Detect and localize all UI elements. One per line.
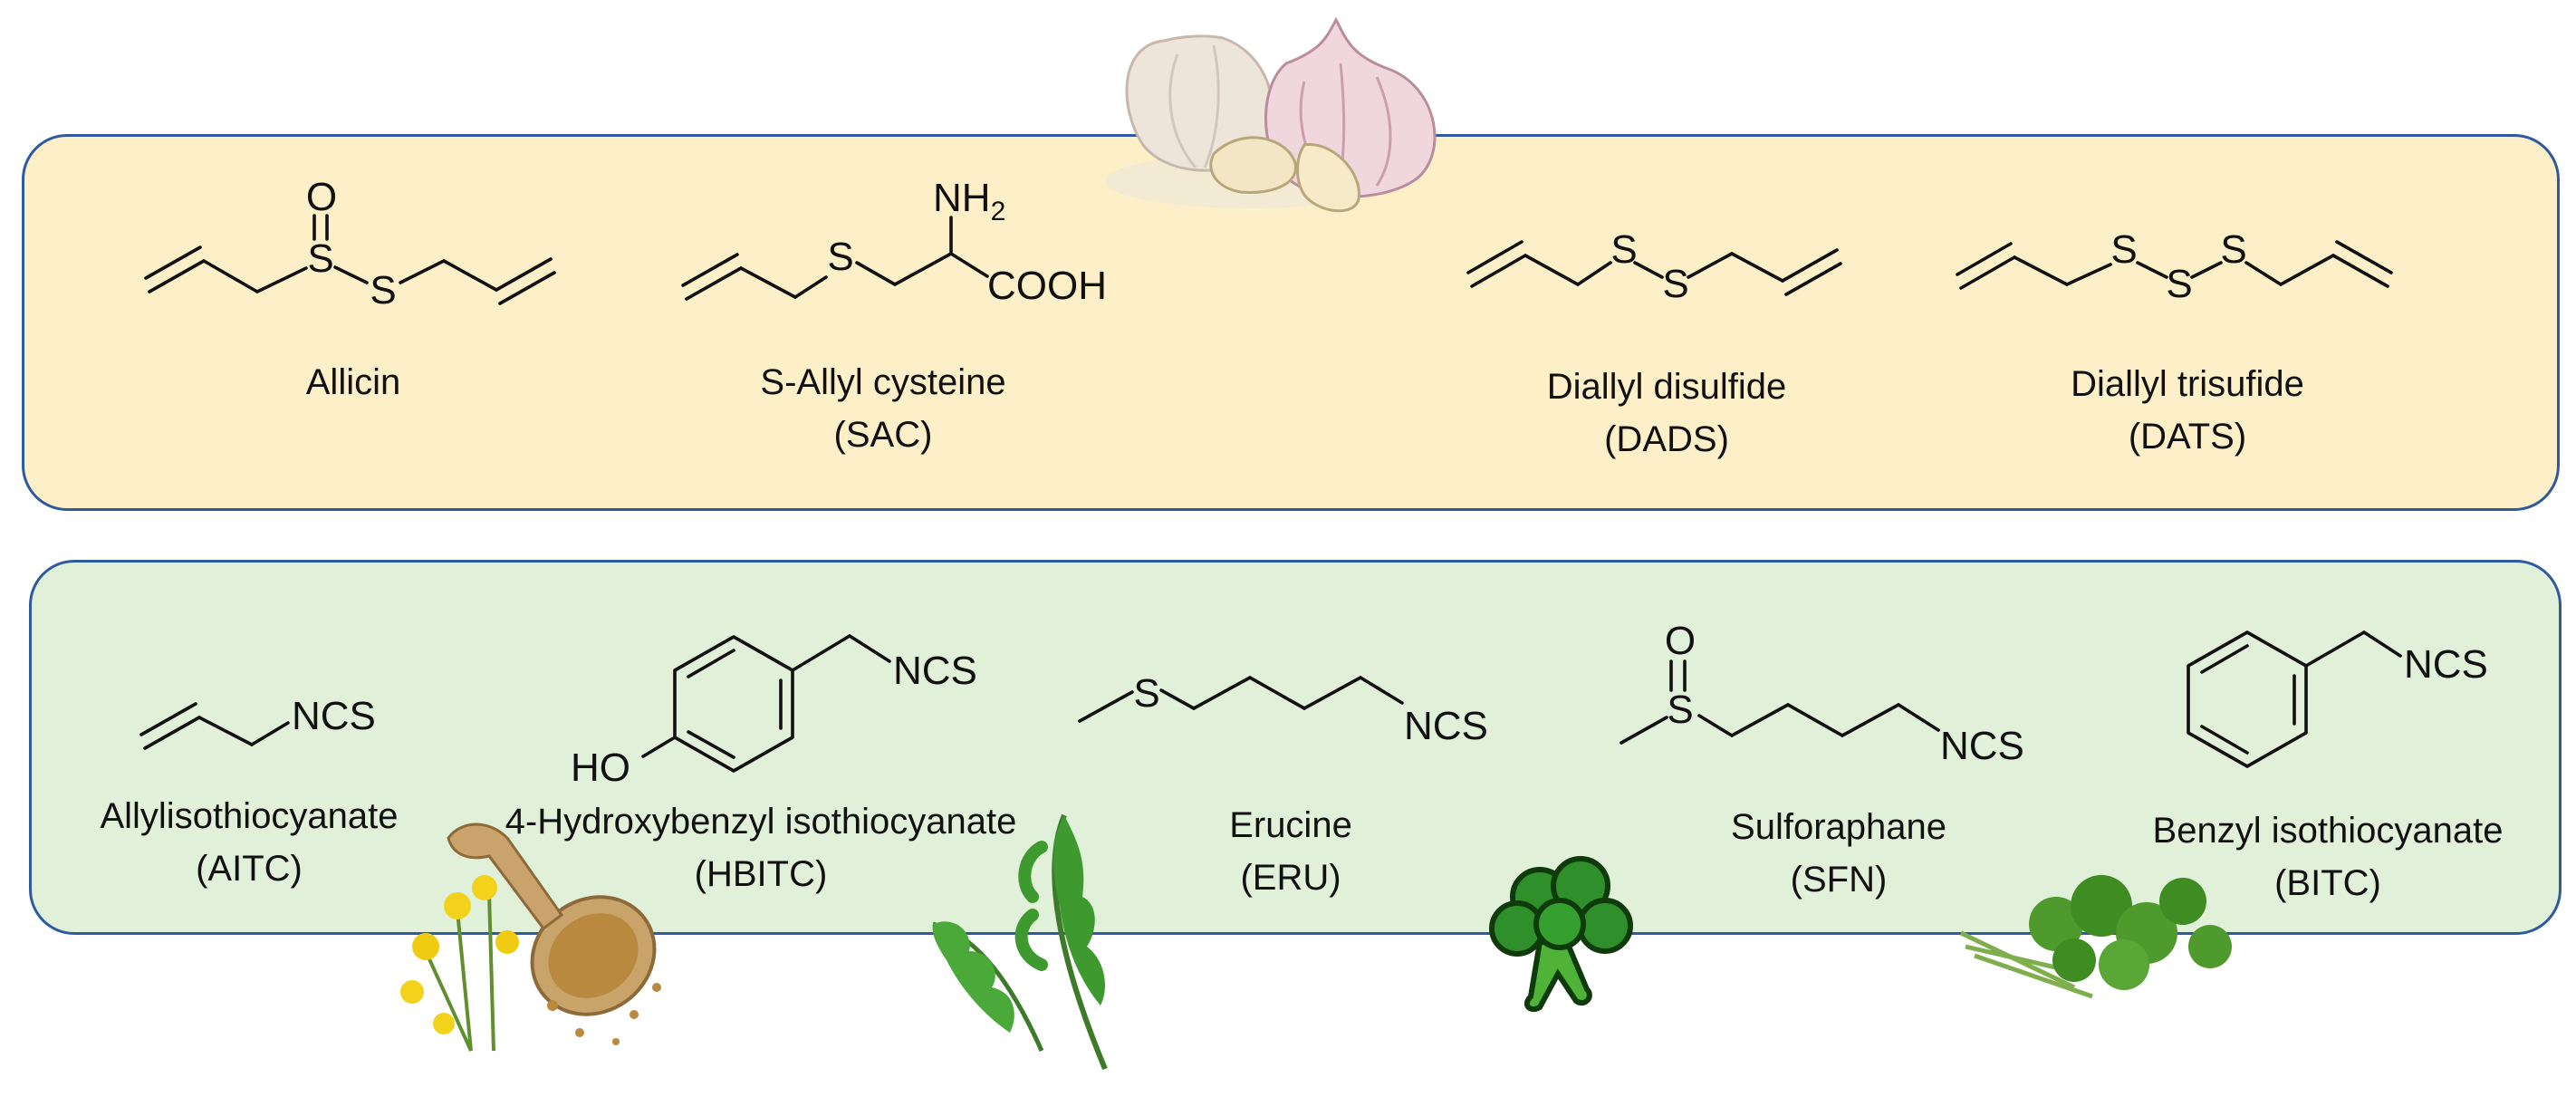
allicin-structure: S O S <box>144 175 556 313</box>
sulfur-atom: S <box>307 236 333 281</box>
sulfur-atom: S <box>1667 688 1693 732</box>
watercress-illustration <box>1959 875 2232 999</box>
sulfur-atom: S <box>1133 671 1159 716</box>
ncs-label: NCS <box>893 649 977 693</box>
allicin-label: Allicin <box>305 362 401 402</box>
sulfur-atom: S <box>827 235 853 279</box>
crucifer-compounds-panel <box>29 560 2562 935</box>
sulfur-atom: S <box>2110 227 2137 272</box>
arugula-illustration <box>932 813 1108 1071</box>
dats-label: Diallyl trisufide (DATS) <box>2071 364 2304 457</box>
sulfur-atom: S <box>370 268 396 313</box>
dads-label: Diallyl disulfide (DADS) <box>1546 367 1787 459</box>
oxygen-atom: O <box>1665 619 1696 663</box>
bitc-structure: NCS <box>2187 630 2488 768</box>
aitc-label: Allylisothiocyanate (AITC) <box>100 796 399 889</box>
ncs-label: NCS <box>1404 704 1488 748</box>
ncs-label: NCS <box>292 694 376 738</box>
sac-label: S-Allyl cysteine (SAC) <box>760 362 1006 455</box>
sulforaphane-structure: S O NCS <box>1620 619 2024 768</box>
ncs-label: NCS <box>1940 724 2024 768</box>
erucine-label: Erucine (ERU) <box>1229 805 1352 898</box>
ncs-label: NCS <box>2404 642 2488 687</box>
sulfur-atom: S <box>2166 262 2192 306</box>
sulfur-atom: S <box>1610 227 1637 272</box>
sulfur-atom: S <box>1662 262 1688 306</box>
bitc-label: Benzyl isothiocyanate (BITC) <box>2152 811 2504 903</box>
hbitc-label: 4-Hydroxybenzyl isothiocyanate (HBITC) <box>505 802 1017 894</box>
dads-structure: S S <box>1466 227 1842 306</box>
sulfur-atom: S <box>2220 227 2246 272</box>
oxygen-atom: O <box>306 175 337 219</box>
garlic-illustration <box>1105 16 1437 213</box>
hydroxyl-label: HO <box>571 746 630 790</box>
carboxyl-label: COOH <box>987 264 1107 308</box>
hbitc-structure: NCS HO <box>571 634 977 790</box>
amine-label: NH2 <box>933 176 1005 226</box>
dats-structure: S S S <box>1956 227 2393 306</box>
broccoli-illustration <box>1489 856 1633 1013</box>
mustard-illustration <box>400 823 661 1052</box>
sulforaphane-label: Sulforaphane (SFN) <box>1731 807 1946 900</box>
aitc-structure: NCS <box>139 694 376 750</box>
sac-structure: S NH2 COOH <box>681 176 1107 308</box>
erucine-structure: S NCS <box>1078 671 1488 748</box>
